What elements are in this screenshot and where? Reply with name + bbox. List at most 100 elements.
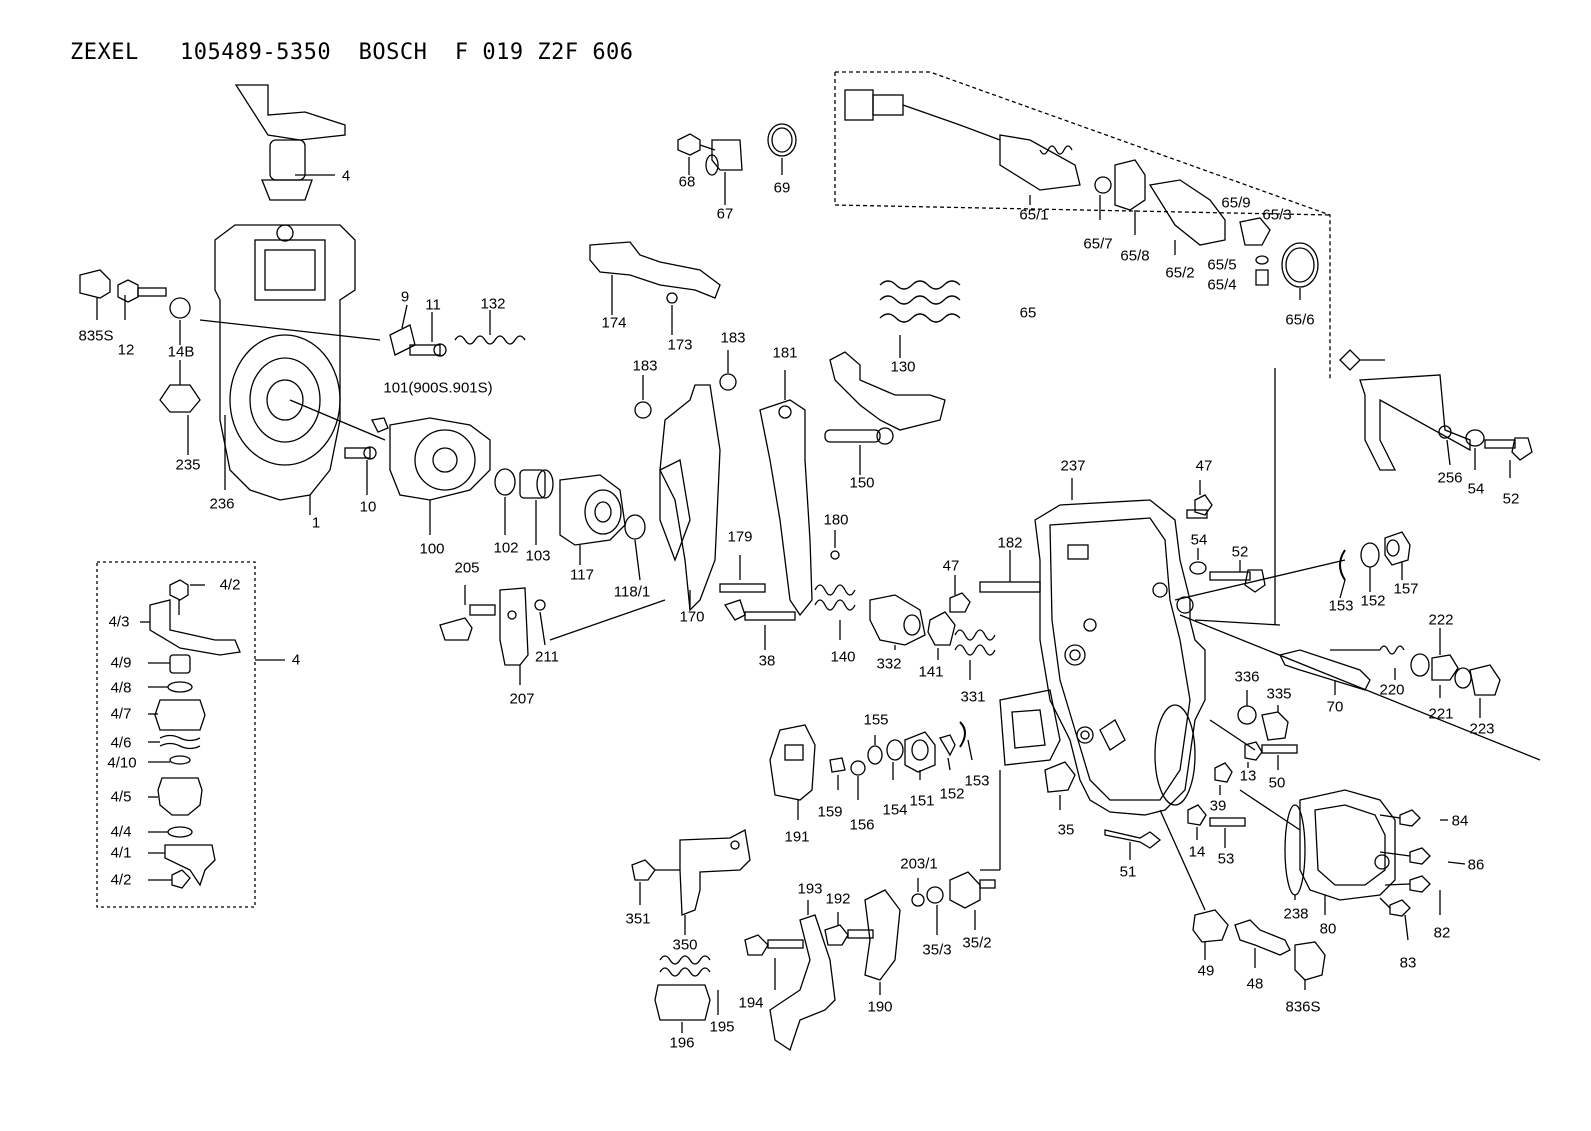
label-49: 49	[1197, 962, 1215, 980]
label-211: 211	[535, 648, 559, 666]
label-65-1: 65/1	[1019, 206, 1049, 224]
parts-182-47	[949, 550, 1041, 613]
label-182: 182	[997, 534, 1023, 552]
label-155: 155	[863, 711, 889, 729]
parts-350-351	[631, 829, 751, 935]
label-82: 82	[1433, 924, 1451, 942]
label-223: 223	[1469, 720, 1495, 738]
label-152a: 152	[1360, 592, 1386, 610]
label-54b: 54	[1190, 531, 1208, 549]
parts-49-48-836s	[1192, 909, 1326, 990]
pump-housing	[199, 224, 386, 501]
label-51: 51	[1119, 863, 1137, 881]
label-4-7: 4/7	[110, 705, 132, 723]
parts-173-174	[589, 241, 721, 335]
label-193: 193	[797, 880, 823, 898]
parts-102-117	[494, 468, 646, 581]
label-194: 194	[738, 994, 764, 1012]
parts-179-180	[719, 530, 840, 593]
label-103: 103	[525, 547, 551, 565]
label-141: 141	[918, 663, 944, 681]
label-38: 38	[758, 652, 776, 670]
label-237: 237	[1060, 457, 1086, 475]
label-222: 222	[1428, 611, 1454, 629]
label-68: 68	[678, 173, 696, 191]
label-118-1: 118/1	[613, 583, 651, 601]
parts-67-68-69	[677, 123, 797, 205]
label-170: 170	[679, 608, 705, 626]
label-4-3: 4/3	[108, 613, 130, 631]
part-237-body	[980, 478, 1541, 911]
label-183b: 183	[720, 329, 746, 347]
part-4-solenoid	[234, 84, 346, 201]
parts-256-54-52	[1339, 349, 1533, 478]
label-65-6: 65/6	[1285, 311, 1315, 329]
label-70: 70	[1326, 698, 1344, 716]
label-150: 150	[849, 474, 875, 492]
parts-220-223-70	[1279, 628, 1501, 718]
label-84: 84	[1451, 812, 1469, 830]
label-130: 130	[890, 358, 916, 376]
label-9: 9	[400, 288, 410, 306]
label-174: 174	[601, 314, 627, 332]
label-65-8: 65/8	[1120, 247, 1150, 265]
label-4-top: 4	[341, 167, 351, 185]
label-54a: 54	[1467, 480, 1485, 498]
label-4-10: 4/10	[107, 754, 137, 772]
parts-80-86-238	[1284, 789, 1466, 941]
label-335: 335	[1266, 685, 1292, 703]
label-80: 80	[1319, 920, 1337, 938]
label-10: 10	[359, 498, 377, 516]
label-39: 39	[1209, 797, 1227, 815]
label-236: 236	[209, 495, 235, 513]
label-52a: 52	[1502, 490, 1520, 508]
label-65-2: 65/2	[1165, 264, 1195, 282]
label-4-6: 4/6	[110, 734, 132, 752]
label-336: 336	[1234, 668, 1260, 686]
label-152b: 152	[939, 785, 965, 803]
label-140: 140	[830, 648, 856, 666]
label-100: 100	[419, 540, 445, 558]
diagram-title: ZEXEL 105489-5350 BOSCH F 019 Z2F 606	[70, 40, 634, 65]
label-835s: 835S	[78, 327, 114, 345]
label-256: 256	[1437, 469, 1463, 487]
label-47b: 47	[942, 557, 960, 575]
parts-195-196	[654, 955, 719, 1033]
parts-47-54-52	[1186, 480, 1266, 593]
label-35: 35	[1057, 821, 1075, 839]
left-fittings	[79, 269, 311, 515]
label-221: 221	[1428, 705, 1454, 723]
label-65-4: 65/4	[1207, 276, 1237, 294]
label-153a: 153	[1328, 597, 1354, 615]
label-4-2a: 4/2	[219, 576, 241, 594]
part-100-governor	[371, 417, 491, 535]
label-151: 151	[909, 792, 935, 810]
label-205: 205	[454, 559, 480, 577]
label-14b: 14B	[167, 343, 195, 361]
parts-336-335-50	[1187, 690, 1298, 848]
parts-35-51	[1044, 761, 1162, 860]
label-83: 83	[1399, 954, 1417, 972]
label-53: 53	[1217, 850, 1235, 868]
label-331: 331	[960, 688, 986, 706]
label-195: 195	[709, 1018, 735, 1036]
label-4-2b: 4/2	[110, 871, 132, 889]
label-181: 181	[772, 344, 798, 362]
label-52b: 52	[1231, 543, 1249, 561]
label-101: 101(900S.901S)	[383, 379, 493, 397]
label-35-3: 35/3	[922, 941, 952, 959]
label-196: 196	[669, 1034, 695, 1052]
label-13: 13	[1239, 767, 1257, 785]
label-48: 48	[1246, 975, 1264, 993]
parts-38-140-332	[723, 584, 996, 680]
label-235: 235	[175, 456, 201, 474]
label-67: 67	[716, 205, 734, 223]
part-65-sensor	[844, 89, 1319, 300]
label-180: 180	[823, 511, 849, 529]
label-190: 190	[867, 998, 893, 1016]
subassembly-4-parts	[140, 579, 241, 889]
label-14: 14	[1188, 843, 1206, 861]
label-156: 156	[849, 816, 875, 834]
label-4-1: 4/1	[110, 844, 132, 862]
